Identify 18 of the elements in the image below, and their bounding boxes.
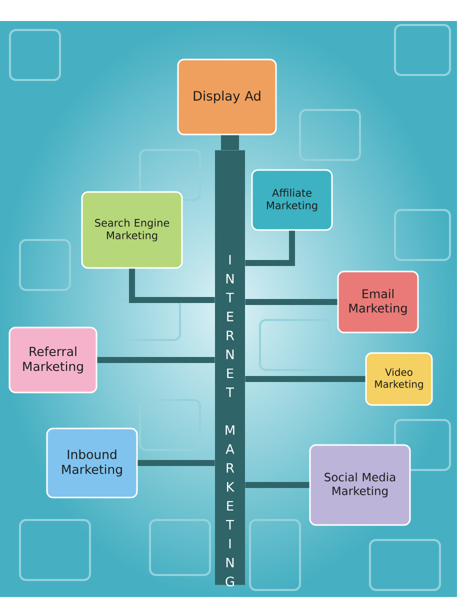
trunk-bar: INTERNET MARKETING bbox=[215, 150, 245, 586]
topic-box: Affiliate Marketing bbox=[251, 169, 333, 231]
topic-box: Inbound Marketing bbox=[46, 428, 138, 498]
branch-line bbox=[245, 299, 338, 305]
topic-box: Video Marketing bbox=[365, 352, 433, 406]
node-label: INTERNET MARKETING bbox=[226, 255, 235, 586]
topic-box: Referral Marketing bbox=[8, 326, 98, 394]
branch-line bbox=[138, 460, 215, 466]
topic-box: Display Ad bbox=[177, 58, 277, 136]
topic-box: Social Media Marketing bbox=[309, 444, 411, 526]
branch-line bbox=[245, 482, 310, 488]
topic-box: Search Engine Marketing bbox=[81, 191, 183, 269]
branch-line bbox=[97, 357, 215, 363]
branch-line bbox=[245, 230, 295, 266]
branch-line bbox=[129, 268, 215, 303]
branch-line bbox=[245, 376, 366, 382]
branch-line bbox=[221, 135, 239, 150]
topic-box: Email Marketing bbox=[337, 270, 419, 334]
